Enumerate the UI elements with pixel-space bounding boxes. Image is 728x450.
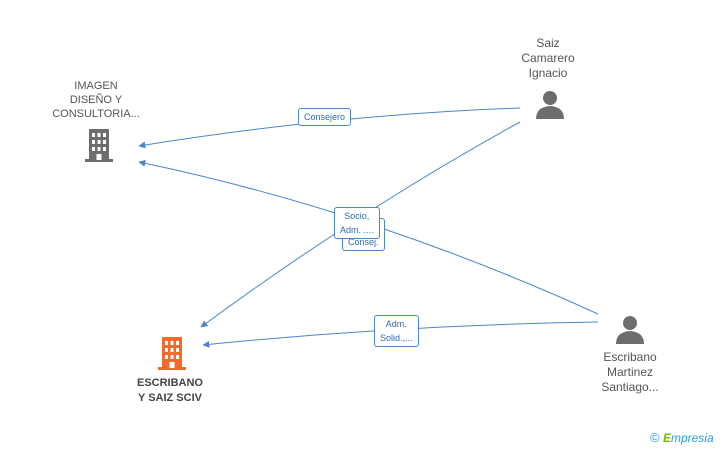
company-label-escribano-saiz[interactable]: ESCRIBANO Y SAIZ SCIV [120, 376, 220, 406]
logo-text: mpresia [670, 431, 714, 445]
person-name-line-3: Santiago... [601, 380, 659, 394]
logo-e: E [662, 431, 671, 445]
building-icon[interactable] [84, 128, 114, 162]
edge-label-text-line-1: Socio, [344, 211, 370, 221]
person-icon[interactable] [535, 90, 565, 120]
company-name-line-1: IMAGEN [74, 80, 118, 92]
company-label-imagen[interactable]: IMAGEN DISEÑO Y CONSULTORIA... [48, 79, 144, 121]
person-icon[interactable] [615, 315, 645, 345]
person-name-line-2: Martinez [606, 365, 653, 379]
edge-label-text-line-1: Adm. [385, 319, 407, 329]
person-label-saiz[interactable]: Saiz Camarero Ignacio [508, 36, 588, 81]
company-name-line-2: Y SAIZ SCIV [138, 392, 202, 404]
person-name-line-2: Camarero [521, 51, 575, 65]
person-name-line-3: Ignacio [528, 66, 568, 80]
edge-label-text: Consejero [304, 112, 346, 122]
edge-label-socio-adm[interactable]: Socio, Adm. .... [334, 207, 380, 239]
edge-label-text: Consej. [348, 237, 379, 247]
person-name-line-1: Escribano [603, 350, 657, 364]
copyright-symbol: © [650, 430, 660, 445]
company-name-line-2: DISEÑO Y [69, 94, 123, 106]
company-name-line-1: ESCRIBANO [136, 377, 203, 389]
person-name-line-1: Saiz [536, 36, 560, 50]
company-name-line-3: CONSULTORIA... [52, 108, 140, 120]
empresia-logo: © Empresia [650, 430, 714, 445]
edge-label-text-line-2: Adm. .... [340, 225, 374, 235]
person-label-escribano-martinez[interactable]: Escribano Martinez Santiago... [588, 350, 672, 395]
edge-label-adm-solid[interactable]: Adm. Solid.,... [374, 315, 419, 347]
building-icon[interactable] [157, 336, 187, 370]
edge-label-text-line-2: Solid.,... [380, 333, 413, 343]
edge-label-consejero[interactable]: Consejero [298, 108, 352, 126]
